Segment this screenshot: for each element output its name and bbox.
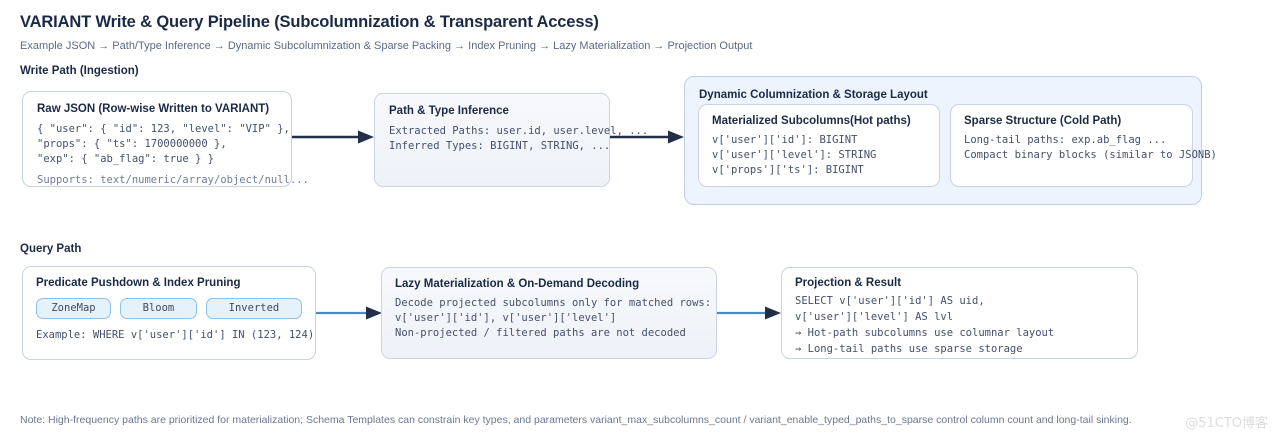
hot-path-line-1: v['user']['id']: BIGINT [712, 134, 858, 146]
pipeline-breadcrumb: Example JSON → Path/Type Inference → Dyn… [20, 40, 753, 52]
projection-title: Projection & Result [795, 277, 902, 289]
hot-paths-title: Materialized Subcolumns(Hot paths) [712, 115, 911, 127]
cold-path-line-1: Long-tail paths: exp.ab_flag ... [964, 134, 1167, 146]
path-type-line-1: Extracted Paths: user.id, user.level, ..… [389, 125, 649, 137]
path-type-title: Path & Type Inference [389, 105, 509, 117]
hot-path-line-2: v['user']['level']: STRING [712, 149, 877, 161]
cold-path-line-2: Compact binary blocks (similar to JSONB) [964, 149, 1217, 161]
footer-note: Note: High-frequency paths are prioritiz… [20, 414, 1132, 426]
pushdown-example: Example: WHERE v['user']['id'] IN (123, … [36, 329, 315, 341]
projection-line-3: → Hot-path subcolumns use columnar layou… [795, 327, 1055, 339]
badge-bloom[interactable]: Bloom [119, 298, 197, 319]
projection-result-box: Projection & Result SELECT v['user']['id… [781, 267, 1138, 359]
hot-path-line-3: v['props']['ts']: BIGINT [712, 164, 864, 176]
page-title: VARIANT Write & Query Pipeline (Subcolum… [20, 13, 599, 31]
section-label-query-path: Query Path [20, 243, 82, 255]
index-badge-row: ZoneMap Bloom Inverted [36, 298, 302, 319]
badge-inverted[interactable]: Inverted [205, 298, 302, 319]
raw-json-line-3: "exp": { "ab_flag": true } } [37, 153, 215, 165]
projection-line-2: v['user']['level'] AS lvl [795, 311, 954, 323]
raw-json-line-1: { "user": { "id": 123, "level": "VIP" }, [37, 123, 290, 135]
watermark: @51CTO博客 [1185, 416, 1268, 431]
predicate-pushdown-box: Predicate Pushdown & Index Pruning ZoneM… [22, 266, 316, 360]
projection-line-1: SELECT v['user']['id'] AS uid, [795, 295, 985, 307]
pushdown-title: Predicate Pushdown & Index Pruning [36, 277, 241, 289]
section-label-write-path: Write Path (Ingestion) [20, 65, 139, 77]
raw-json-supports: Supports: text/numeric/array/object/null… [37, 174, 309, 186]
path-type-inference-box: Path & Type Inference Extracted Paths: u… [374, 93, 649, 187]
lazy-line-3: Non-projected / filtered paths are not d… [395, 327, 686, 339]
lazy-materialization-box: Lazy Materialization & On-Demand Decodin… [381, 267, 717, 359]
raw-json-line-2: "props": { "ts": 1700000000 }, [37, 138, 227, 150]
cold-path-title: Sparse Structure (Cold Path) [964, 115, 1122, 127]
badge-zonemap[interactable]: ZoneMap [36, 298, 111, 319]
arrow-pushdown-to-lazy [316, 306, 382, 320]
projection-line-4: → Long-tail paths use sparse storage [795, 343, 1023, 355]
lazy-line-1: Decode projected subcolumns only for mat… [395, 297, 712, 309]
sparse-structure-box: Sparse Structure (Cold Path) Long-tail p… [950, 104, 1217, 187]
path-type-line-2: Inferred Types: BIGINT, STRING, ... [389, 140, 611, 152]
arrow-path-type-to-storage [610, 130, 684, 144]
arrow-raw-json-to-path-type [292, 130, 374, 144]
materialized-subcolumns-box: Materialized Subcolumns(Hot paths) v['us… [698, 104, 940, 187]
lazy-line-2: v['user']['id'], v['user']['level'] [395, 312, 617, 324]
storage-layout-title: Dynamic Columnization & Storage Layout [699, 89, 928, 101]
lazy-title: Lazy Materialization & On-Demand Decodin… [395, 278, 640, 290]
raw-json-title: Raw JSON (Row-wise Written to VARIANT) [37, 103, 270, 115]
arrow-lazy-to-projection [717, 306, 781, 320]
raw-json-box: Raw JSON (Row-wise Written to VARIANT) {… [22, 91, 309, 187]
